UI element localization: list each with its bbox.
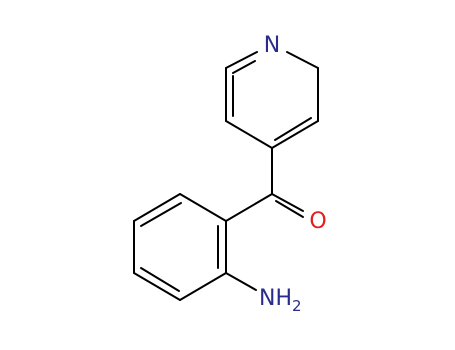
bond [179,272,227,301]
bond [225,120,273,149]
pyridine-ring [225,51,319,149]
bond [271,193,304,212]
double-bond-inner [274,117,312,141]
double-bond-inner [275,200,304,218]
bond [179,193,227,222]
bond [225,272,257,291]
bond [225,51,258,69]
double-bond-inner [140,267,180,292]
bond [271,120,319,149]
carbonyl-oxygen-label: O [309,209,326,234]
pyridine-nitrogen-label: N [264,33,280,58]
bond [133,272,181,301]
amine-symbol: NH [259,286,292,311]
double-bond-inner [140,202,182,227]
bond [225,193,273,222]
benzene-ring [133,193,227,301]
amine-nitrogen-label: NH2 [259,286,302,315]
carbonyl [271,193,304,218]
bond [133,193,181,222]
double-bond-inner [232,60,256,74]
amine-subscript: 2 [292,297,302,315]
bond [286,51,319,69]
